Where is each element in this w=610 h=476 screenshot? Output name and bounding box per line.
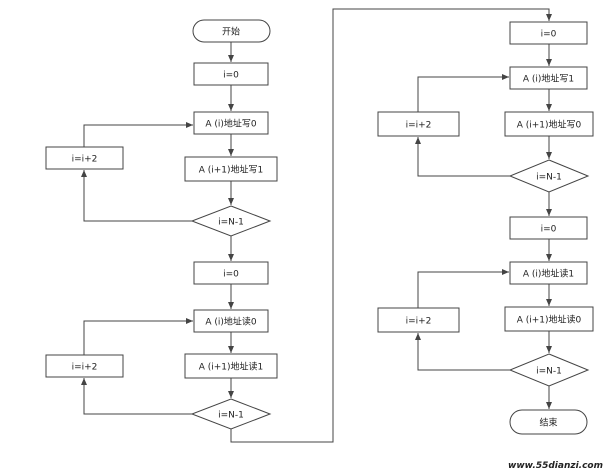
- left-init-read-label: i=0: [223, 270, 239, 280]
- right-init-read-box: i=0: [509, 216, 588, 240]
- right-read1-label: A (i)地址读1: [523, 268, 574, 280]
- right-inc-read-box: i=i+2: [377, 307, 460, 333]
- right-inc-write-label: i=i+2: [406, 121, 432, 131]
- left-init-write-box: i=0: [193, 62, 269, 86]
- right-read0-box: A (i+1)地址读0: [504, 306, 594, 332]
- right-read1-box: A (i)地址读1: [509, 261, 588, 285]
- right-write1-box: A (i)地址写1: [509, 66, 588, 90]
- left-write1-box: A (i+1)地址写1: [184, 156, 278, 182]
- right-init-write-box: i=0: [509, 21, 588, 45]
- left-inc-write-label: i=i+2: [72, 155, 98, 165]
- left-init-write-label: i=0: [223, 71, 239, 81]
- right-inc-write-box: i=i+2: [377, 111, 460, 137]
- start-label: 开始: [222, 26, 240, 38]
- left-inc-write-box: i=i+2: [45, 146, 124, 170]
- left-write0-box: A (i)地址写0: [193, 111, 269, 135]
- left-cond-read-diamond: i=N-1: [190, 398, 272, 430]
- end-terminal: 结束: [509, 409, 588, 435]
- left-read1-box: A (i+1)地址读1: [184, 353, 278, 379]
- left-write0-label: A (i)地址写0: [205, 118, 257, 130]
- right-init-read-label: i=0: [541, 225, 557, 235]
- watermark-text: www.55dianzi.com: [508, 461, 603, 471]
- left-read0-box: A (i)地址读0: [193, 309, 269, 333]
- right-write0-box: A (i+1)地址写0: [504, 111, 594, 137]
- left-write1-label: A (i+1)地址写1: [199, 164, 264, 176]
- right-inc-read-label: i=i+2: [406, 317, 432, 327]
- left-read0-label: A (i)地址读0: [205, 316, 257, 328]
- left-read1-label: A (i+1)地址读1: [199, 361, 264, 373]
- right-write0-label: A (i+1)地址写0: [517, 119, 582, 131]
- end-label: 结束: [539, 417, 557, 429]
- left-cond-write-label: i=N-1: [218, 218, 244, 228]
- left-cond-write-diamond: i=N-1: [190, 205, 272, 237]
- left-cond-read-label: i=N-1: [218, 411, 244, 421]
- right-cond-read-diamond: i=N-1: [508, 353, 590, 387]
- right-init-write-label: i=0: [541, 30, 557, 40]
- right-read0-label: A (i+1)地址读0: [517, 314, 582, 326]
- right-write1-label: A (i)地址写1: [523, 73, 574, 85]
- left-inc-read-label: i=i+2: [72, 363, 98, 373]
- start-terminal: 开始: [192, 19, 271, 43]
- right-cond-write-label: i=N-1: [536, 173, 562, 183]
- left-init-read-box: i=0: [193, 261, 269, 285]
- right-cond-write-diamond: i=N-1: [508, 159, 590, 193]
- left-inc-read-box: i=i+2: [45, 354, 124, 378]
- right-cond-read-label: i=N-1: [536, 367, 562, 377]
